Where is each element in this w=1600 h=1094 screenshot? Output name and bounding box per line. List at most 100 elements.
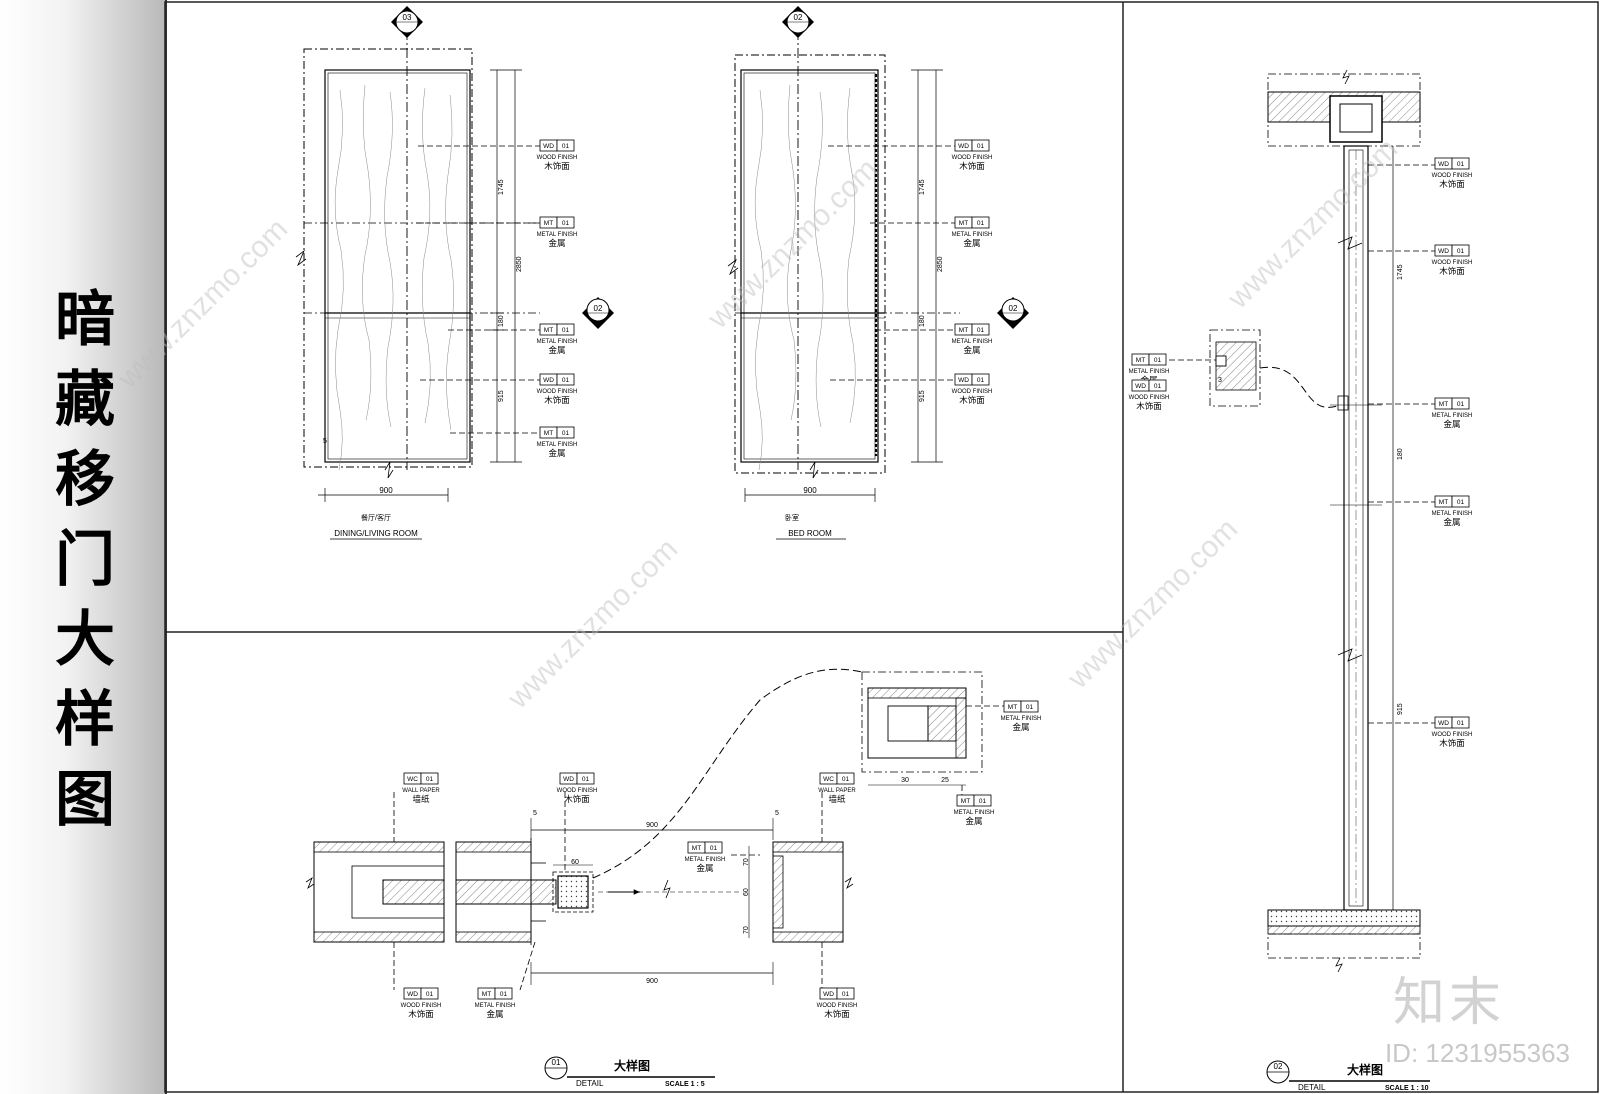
detail-title: 大样图 <box>614 1058 650 1073</box>
tag-name-cn: 木饰面 <box>1439 179 1465 189</box>
tag-name-en: WOOD FINISH <box>952 389 993 395</box>
tag-name-cn: 木饰面 <box>959 161 985 171</box>
elevation-bedroom: 900 1745 2850 180 915 卧室 BED ROOM 02 <box>727 6 960 540</box>
tag-code: MT <box>1439 499 1448 506</box>
svg-text:www.znzmo.com: www.znzmo.com <box>1221 132 1404 315</box>
elev-marker-number: 02 <box>794 13 803 22</box>
elev-right-dim: 180 <box>919 315 926 327</box>
title-char: 门 <box>55 525 115 595</box>
tag-number: 01 <box>977 327 985 334</box>
tag-name-cn: 金属 <box>696 863 713 873</box>
tag-code: WD <box>958 143 969 150</box>
svg-text:02: 02 <box>1009 304 1018 313</box>
title-char: 样 <box>55 685 115 755</box>
elev-left-dim: 1745 <box>498 179 505 195</box>
tag-name-en: WOOD FINISH <box>537 155 578 161</box>
tag-code: MT <box>1008 704 1017 711</box>
detail-plan <box>305 668 983 985</box>
tag-number: 01 <box>979 798 987 805</box>
tag-number: 01 <box>1457 401 1465 408</box>
dim-label: 5 <box>533 810 537 817</box>
tag-name-cn: 木饰面 <box>824 1009 850 1019</box>
tag-number: 01 <box>1457 248 1465 255</box>
dim-label: 1745 <box>1397 264 1404 280</box>
tag-name-cn: 金属 <box>548 448 565 458</box>
tag-name-cn: 墙纸 <box>828 794 846 804</box>
svg-text:www.znzmo.com: www.znzmo.com <box>701 152 884 335</box>
tag-number: 01 <box>582 776 590 783</box>
tag-name-cn: 木饰面 <box>959 395 985 405</box>
tag-name-cn: 木饰面 <box>408 1009 434 1019</box>
tag-number: 01 <box>562 143 570 150</box>
tag-name-cn: 木饰面 <box>564 794 590 804</box>
tag-name-en: METAL FINISH <box>1129 369 1170 375</box>
tag-name-cn: 金属 <box>963 238 980 248</box>
detail-scale: SCALE 1 : 5 <box>665 1081 705 1088</box>
dim-label: 30 <box>901 777 909 784</box>
elev-marker-number: 03 <box>403 13 412 22</box>
svg-text:www.znzmo.com: www.znzmo.com <box>501 532 684 715</box>
detail-plan-dimensions: 900 900 60 5 70 60 70 5 30 25 <box>533 777 949 985</box>
elevation-marker: 02 <box>782 6 814 38</box>
watermark-brand: 知末 <box>1392 973 1505 1033</box>
tag-code: MT <box>961 798 970 805</box>
elev-left-dim: 915 <box>498 390 505 402</box>
tag-code: WD <box>543 143 554 150</box>
tag-name-en: METAL FINISH <box>475 1003 516 1009</box>
tag-number: 01 <box>977 143 985 150</box>
tag-code: MT <box>959 327 968 334</box>
tag-code: MT <box>1439 401 1448 408</box>
tag-name-en: WOOD FINISH <box>537 389 578 395</box>
title-char: 图 <box>55 765 115 835</box>
detail-section <box>1209 69 1421 973</box>
tag-name-cn: 木饰面 <box>1439 738 1465 748</box>
elev-left-edge-dim: 5 <box>323 438 327 445</box>
tag-name-en: WOOD FINISH <box>1129 395 1170 401</box>
tag-leaders <box>393 145 1435 991</box>
tag-name-en: METAL FINISH <box>952 339 993 345</box>
tag-number: 01 <box>842 776 850 783</box>
detail-number: 02 <box>1274 1062 1283 1071</box>
tag-name-cn: 金属 <box>548 238 565 248</box>
tag-name-en: METAL FINISH <box>685 857 726 863</box>
title-char: 大 <box>55 605 115 675</box>
title-char: 移 <box>55 445 115 515</box>
tag-code: WD <box>1438 248 1449 255</box>
tag-code: WD <box>543 377 554 384</box>
detail-section-dimensions: 1745 180 915 3 <box>1218 264 1404 715</box>
tag-name-cn: 木饰面 <box>544 395 570 405</box>
dim-label: 900 <box>646 822 658 829</box>
dim-label: 915 <box>1397 703 1404 715</box>
dim-label: 3 <box>1218 377 1222 384</box>
tag-code: WC <box>407 776 418 783</box>
tag-name-cn: 金属 <box>486 1009 503 1019</box>
elev-right-dim: 1745 <box>919 179 926 195</box>
svg-text:www.znzmo.com: www.znzmo.com <box>1061 512 1244 695</box>
elev-right-room-en: BED ROOM <box>788 529 832 538</box>
dim-label: 70 <box>743 858 750 866</box>
elev-right-dim: 2850 <box>937 256 944 272</box>
elev-left-room-cn: 餐厅/客厅 <box>361 513 391 522</box>
tag-name-en: WOOD FINISH <box>1432 732 1473 738</box>
detail-number: 01 <box>552 1058 561 1067</box>
dim-label: 70 <box>743 926 750 934</box>
tag-number: 01 <box>562 220 570 227</box>
detail-scale: SCALE 1 : 10 <box>1385 1085 1429 1092</box>
tag-name-en: WOOD FINISH <box>817 1003 858 1009</box>
watermark: www.znzmo.com www.znzmo.com www.znzmo.co… <box>111 132 1404 715</box>
tag-code: MT <box>544 327 553 334</box>
